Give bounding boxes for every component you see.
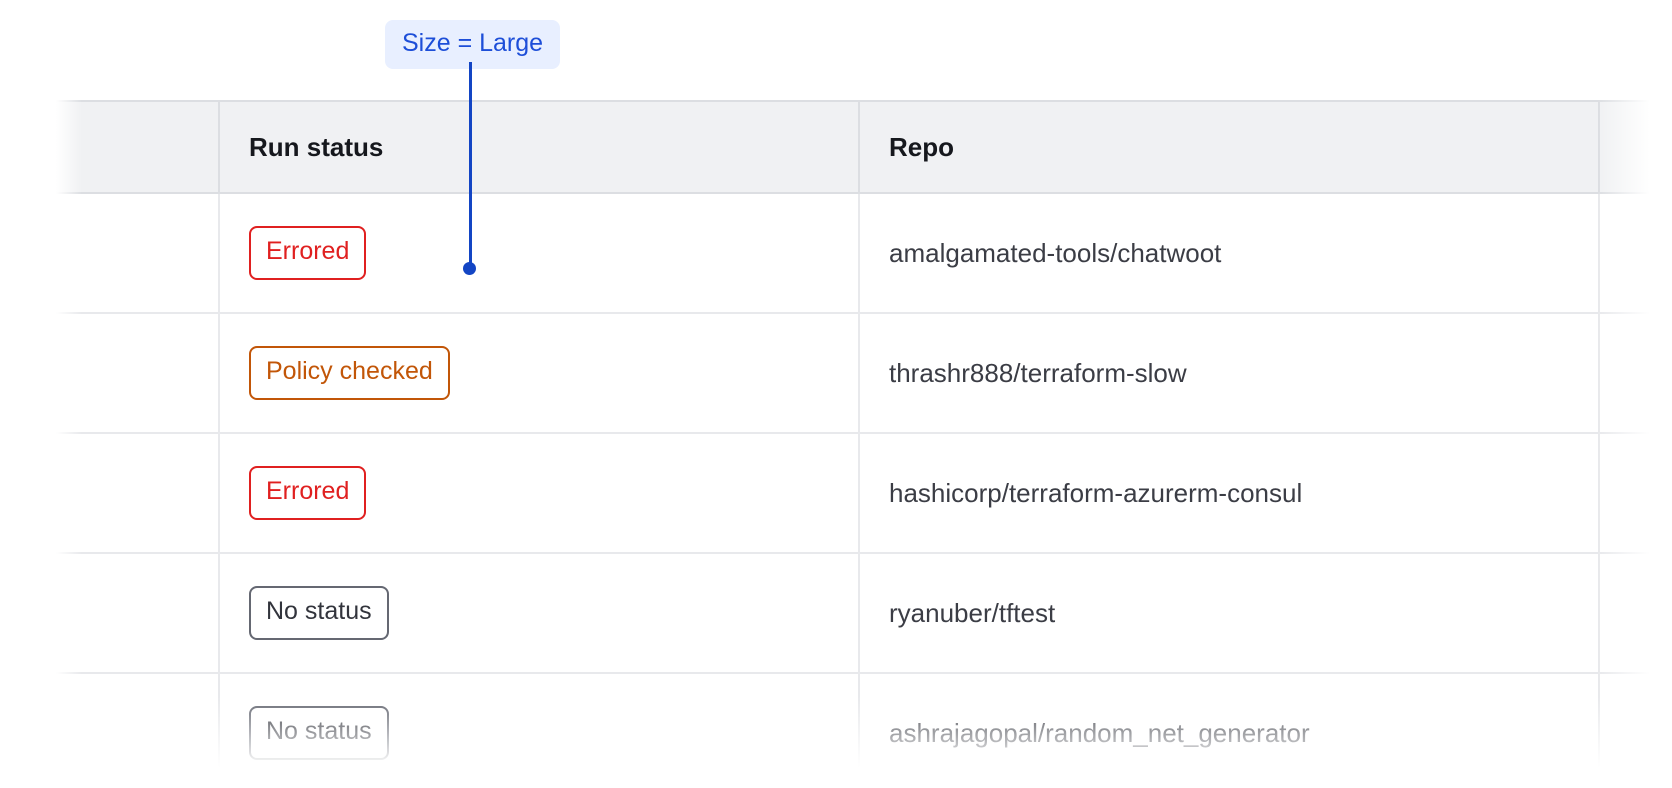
- run-status-cell: Errored: [219, 433, 860, 554]
- row-extra-cell: [1599, 673, 1672, 788]
- table-row[interactable]: No status ashrajagopal/random_net_genera…: [56, 673, 1672, 788]
- row-extra-cell: [1599, 193, 1672, 314]
- repo-cell: hashicorp/terraform-azurerm-consul: [859, 433, 1600, 554]
- run-status-cell: No status: [219, 553, 860, 674]
- table-row[interactable]: No status ryanuber/tftest: [56, 553, 1672, 674]
- column-header-extra: [1599, 100, 1672, 194]
- row-select-cell[interactable]: [56, 673, 220, 788]
- status-badge[interactable]: No status: [249, 706, 389, 760]
- repo-name[interactable]: hashicorp/terraform-azurerm-consul: [889, 477, 1303, 508]
- column-header-repo[interactable]: Repo: [859, 100, 1600, 194]
- column-header-select: [56, 100, 220, 194]
- row-select-cell[interactable]: [56, 193, 220, 314]
- repo-name[interactable]: ashrajagopal/random_net_generator: [889, 717, 1310, 748]
- status-badge[interactable]: Errored: [249, 466, 367, 520]
- row-extra-cell: [1599, 433, 1672, 554]
- run-status-cell: Policy checked: [219, 313, 860, 434]
- row-extra-cell: [1599, 313, 1672, 434]
- row-select-cell[interactable]: [56, 553, 220, 674]
- run-status-cell: No status: [219, 673, 860, 788]
- run-status-cell: Errored: [219, 193, 860, 314]
- column-header-run-status[interactable]: Run status: [219, 100, 860, 194]
- repo-name[interactable]: amalgamated-tools/chatwoot: [889, 237, 1222, 268]
- runs-table: Run status Repo Errored amalgamated-tool…: [56, 100, 1672, 788]
- table-body: Errored amalgamated-tools/chatwoot Polic…: [56, 193, 1672, 788]
- table-header-row: Run status Repo: [56, 100, 1672, 194]
- row-select-cell[interactable]: [56, 313, 220, 434]
- status-badge[interactable]: Policy checked: [249, 346, 450, 400]
- annotation-badge-size-large[interactable]: Size = Large: [385, 20, 561, 69]
- table-row[interactable]: Policy checked thrashr888/terraform-slow: [56, 313, 1672, 434]
- repo-cell: ashrajagopal/random_net_generator: [859, 673, 1600, 788]
- repo-cell: amalgamated-tools/chatwoot: [859, 193, 1600, 314]
- repo-name[interactable]: ryanuber/tftest: [889, 597, 1056, 628]
- run-status-table-container: Run status Repo Errored amalgamated-tool…: [56, 100, 1672, 788]
- row-extra-cell: [1599, 553, 1672, 674]
- row-select-cell[interactable]: [56, 433, 220, 554]
- table-header: Run status Repo: [56, 100, 1672, 194]
- repo-cell: ryanuber/tftest: [859, 553, 1600, 674]
- repo-cell: thrashr888/terraform-slow: [859, 313, 1600, 434]
- repo-name[interactable]: thrashr888/terraform-slow: [889, 357, 1187, 388]
- status-badge[interactable]: No status: [249, 586, 389, 640]
- table-row[interactable]: Errored amalgamated-tools/chatwoot: [56, 193, 1672, 314]
- table-row[interactable]: Errored hashicorp/terraform-azurerm-cons…: [56, 433, 1672, 554]
- status-badge[interactable]: Errored: [249, 226, 367, 280]
